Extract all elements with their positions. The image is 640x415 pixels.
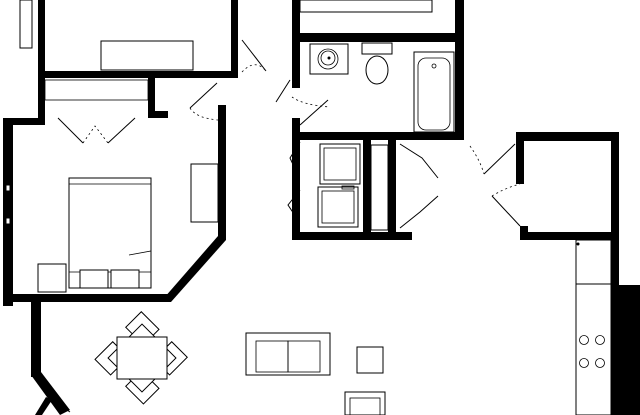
door-bedroom-leaf	[189, 82, 218, 109]
wall-bay-left	[35, 397, 52, 415]
washer-top	[321, 190, 355, 224]
door-closet-arcs	[82, 125, 109, 144]
dining-table-top	[116, 336, 168, 380]
sink-basin	[320, 50, 336, 66]
wall-bedroom-left	[3, 118, 13, 306]
wall-bedroom-diagonal	[164, 236, 226, 302]
wall-right-exterior	[611, 132, 619, 415]
window-bedroom-2	[5, 217, 11, 225]
toilet-tank	[361, 42, 393, 55]
burner-2	[579, 358, 589, 368]
dryer	[319, 143, 361, 185]
door-closet-left-leaf	[57, 117, 84, 144]
door-exterior-leaf	[51, 399, 71, 413]
wall-left-top-bedroom	[38, 0, 45, 78]
living-dining-area	[94, 311, 386, 415]
wall-hall-closet-top	[516, 132, 616, 141]
sink	[317, 48, 339, 70]
stove-knob	[576, 242, 580, 246]
window-bath-top	[299, 0, 433, 13]
walls	[3, 0, 640, 415]
door-bath-leaf	[299, 99, 329, 126]
bedroom-desk	[190, 163, 219, 223]
door-hall-right-leaf	[275, 79, 291, 103]
wall-bath-top-left	[292, 0, 300, 88]
door-hallcloset-lower-arc	[491, 183, 521, 197]
bathtub-basin	[417, 57, 451, 131]
sink-drain	[327, 56, 331, 60]
wall-hall-closet-left	[516, 132, 524, 184]
wall-lower-left-diagonal	[31, 372, 70, 415]
door-hall-right-arc	[291, 96, 331, 108]
door-hall-left-arc	[241, 64, 267, 73]
wall-top-bedroom-right	[231, 0, 238, 78]
closet-shelf	[44, 79, 149, 101]
bathtub-drain	[431, 63, 437, 69]
door-linen-upper	[399, 143, 439, 179]
wall-bath-left-lower	[292, 118, 300, 140]
pillow-left	[79, 269, 109, 289]
wall-closet-left	[38, 78, 45, 125]
wall-lower-left	[31, 302, 41, 377]
armchair	[344, 391, 386, 415]
laundry-closet	[317, 143, 361, 228]
counter-top-block	[575, 239, 612, 285]
wall-closet-block-left	[292, 140, 300, 240]
wall-closet-right-stub	[148, 111, 168, 118]
wall-bath-bottom	[292, 132, 464, 140]
wall-bedroom-bottom	[3, 294, 171, 302]
bathroom	[309, 42, 455, 133]
toilet	[365, 55, 389, 85]
bathtub	[413, 51, 455, 133]
door-swings	[51, 39, 521, 413]
burner-1	[579, 335, 589, 345]
door-laundry-lower	[287, 189, 301, 221]
window-bedroom-1	[5, 184, 11, 192]
door-hallcloset-lower-leaf	[491, 195, 521, 227]
wall-bedroom-top-left	[3, 118, 45, 125]
wall-closet-right	[148, 78, 155, 118]
wall-bedroom-right	[218, 105, 226, 240]
wall-closet-divider-1	[363, 140, 371, 240]
door-laundry-upper	[289, 141, 301, 174]
door-bedroom-arc	[189, 107, 219, 121]
door-closet-right-leaf	[107, 117, 136, 144]
door-hall-left-leaf	[241, 39, 267, 72]
armchair-seat	[349, 397, 381, 415]
door-hallcloset-upper-arc	[469, 145, 485, 175]
wall-closet-block-bottom	[292, 232, 412, 240]
wall-bath-top	[292, 33, 464, 42]
burner-4	[595, 358, 605, 368]
washer-lid	[341, 185, 355, 190]
sofa-seat-right	[287, 340, 321, 373]
burner-3	[595, 335, 605, 345]
linen-closet	[370, 144, 389, 231]
wall-bath-right	[455, 0, 464, 140]
washer	[317, 186, 359, 228]
wall-hall-closet-bottom	[520, 232, 616, 240]
wall-right-lower	[611, 285, 640, 415]
wall-closet-divider-2	[388, 140, 396, 240]
side-table	[356, 346, 384, 374]
door-hallcloset-upper-leaf	[483, 143, 516, 175]
wall-top-bedroom-bottom	[38, 71, 238, 78]
window-top-left	[19, 0, 33, 49]
nightstand	[37, 263, 67, 293]
kitchen	[575, 239, 612, 415]
dresser	[100, 40, 194, 71]
dryer-top	[323, 147, 357, 181]
pillow-right	[110, 269, 140, 289]
bedroom	[37, 79, 219, 293]
door-linen-lower	[399, 195, 439, 229]
